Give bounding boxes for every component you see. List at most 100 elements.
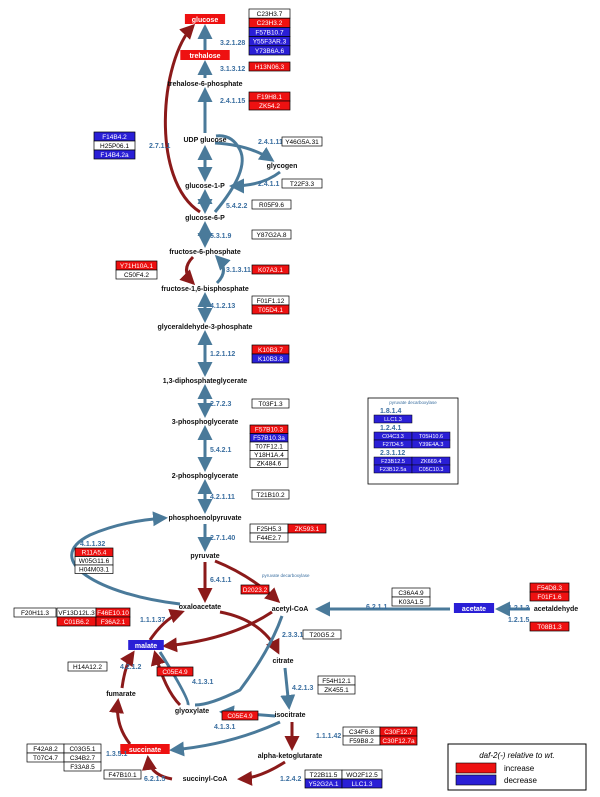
- pyruvate-gene-2-1: ZK669.4: [421, 459, 442, 465]
- pyruvate-gene-2-2: F23B12.5a: [380, 467, 408, 473]
- gene-name-25-0: T20G5.2: [309, 632, 335, 639]
- enzyme-ec-1: 3.1.3.12: [220, 66, 245, 73]
- gene-name-22-0: C36A4.9: [398, 590, 424, 597]
- metabolite-box-24: [120, 744, 170, 754]
- gene-name-11-0: K10B3.7: [258, 347, 283, 354]
- gene-name-2-0: F19H8.1: [257, 94, 282, 101]
- legend-label-increase: increase: [504, 764, 535, 773]
- gene-name-17-0: R11A5.4: [82, 549, 107, 556]
- gene-box-18-0: [240, 584, 270, 595]
- pyruvate-gene-box-1-3: [411, 439, 451, 449]
- gene-box-22-1: [391, 596, 431, 607]
- arrow-fumarate-malate-blue: [158, 651, 190, 706]
- gene-name-11-1: K10B3.8: [258, 356, 283, 363]
- gene-box-7-0: [251, 229, 292, 240]
- gene-name-2-1: ZK54.2: [259, 103, 280, 110]
- pyruvate-gene-box-0-0: [373, 414, 413, 424]
- enzyme-ec-26: 4.1.3.1: [214, 724, 236, 731]
- pyruvate-decarboxylase-panel: pyruvate decarboxylase1.8.1.4LLC1.31.2.4…: [367, 397, 459, 485]
- metabolite-23: isocitrate: [274, 712, 305, 719]
- metabolite-6: glucose-6-P: [185, 215, 225, 222]
- gene-box-10-1: [251, 304, 290, 315]
- gene-box-36-1: [341, 778, 383, 789]
- enzyme-ec-5: 2.4.1.1: [258, 181, 280, 188]
- enzyme-ec-22: 2.3.3.1: [282, 632, 304, 639]
- metabolite-17: acetate: [462, 606, 486, 613]
- arrow-udpg-glycogen: [214, 141, 275, 162]
- gene-name-1-0: H13N06.3: [255, 64, 285, 71]
- metabolite-14: pyruvate: [190, 553, 219, 560]
- gene-name-33-2: F33A8.5: [70, 764, 95, 771]
- metabolite-12: 2-phosphoglycerate: [172, 473, 239, 480]
- gene-name-0-1: C23H3.2: [257, 20, 283, 27]
- gene-box-21-1: [95, 616, 131, 627]
- arrow-f6p-f16bp-red: [179, 255, 196, 286]
- pyruvate-gene-1-3: Y39E4A.3: [419, 442, 444, 448]
- gene-name-0-4: Y73B6A.6: [255, 48, 285, 55]
- enzyme-ec-24: 4.1.3.1: [192, 679, 214, 686]
- gene-name-0-2: F57B10.7: [255, 29, 284, 36]
- gene-name-21-0: F46E10.10: [97, 610, 129, 617]
- gene-box-6-0: [251, 199, 292, 210]
- gene-name-23-0: F54D8.3: [537, 585, 562, 592]
- gene-name-34-0: F47B10.1: [108, 772, 137, 779]
- gene-name-5-0: T22F3.3: [290, 181, 315, 188]
- enzyme-ec-29: 6.2.1.5: [144, 776, 166, 783]
- metabolite-labels: glucosetrehalosetrehalose-6-phosphateUDP…: [106, 14, 578, 783]
- gene-box-27-0: [156, 666, 194, 677]
- arrow-acetylcoa-malate-red: [162, 610, 273, 653]
- gene-name-7-0: Y87G2A.8: [257, 232, 287, 239]
- arrow-g6p-glucose-red: [163, 23, 201, 214]
- enzyme-ec-17: 6.4.1.1: [210, 577, 232, 584]
- gene-name-8-1: C50F4.2: [124, 272, 149, 279]
- gene-name-22-1: K03A1.5: [399, 599, 424, 606]
- enzyme-ec-14: 4.2.1.11: [210, 494, 235, 501]
- enzyme-ec-12: 2.7.2.3: [210, 401, 232, 408]
- gene-box-14-0: [251, 489, 290, 500]
- gene-box-15-1: [249, 532, 289, 543]
- metabolite-26: succinyl-CoA: [183, 776, 228, 783]
- gene-name-29-0: C05E4.9: [227, 713, 253, 720]
- gene-box-34-0: [103, 769, 142, 780]
- arrow-g6p-udpg-loop: [213, 134, 244, 213]
- pyruvate-section-ec-1: 1.2.4.1: [380, 425, 402, 432]
- enzyme-ec-20: 1.2.1.3: [508, 605, 530, 612]
- gene-box-0-4: [248, 45, 291, 56]
- gene-box-29-0: [221, 710, 259, 721]
- enzyme-ec-2: 2.4.1.15: [220, 98, 245, 105]
- enzyme-ec-4: 2.7.1.1: [149, 143, 171, 150]
- gene-name-10-0: F01F1.12: [257, 298, 285, 305]
- gene-name-12-0: T03F1.3: [258, 401, 283, 408]
- gene-box-4-0: [281, 136, 323, 147]
- arrow-f16bp-f6p-blue: [214, 254, 231, 285]
- arrow-citrate-isocitrate: [280, 667, 296, 710]
- gene-box-5-0: [281, 178, 323, 189]
- metabolite-box-17: [453, 603, 495, 613]
- gene-name-14-0: T21B10.2: [256, 492, 285, 499]
- gene-box-8-1: [115, 269, 158, 280]
- gene-box-2-1: [248, 100, 291, 111]
- gene-name-19-0: F20H11.3: [21, 610, 49, 617]
- gene-box-3-2: [93, 149, 136, 160]
- gene-name-13-3: Y18H1A.4: [254, 452, 284, 459]
- gene-name-13-4: ZK484.6: [257, 460, 282, 467]
- arrow-pyruvate-acetylcoa: [214, 559, 281, 604]
- arrow-oaa-pep: [70, 511, 181, 606]
- gene-box-12-0: [251, 398, 290, 409]
- enzyme-ec-18: 1.1.1.37: [140, 617, 165, 624]
- gene-name-26-0: H14A12.2: [73, 664, 102, 671]
- metabolite-box-1: [180, 50, 230, 60]
- enzyme-ec-25: 4.2.1.3: [292, 685, 314, 692]
- gene-name-27-0: C05E4.9: [162, 669, 188, 676]
- gene-name-3-2: F14B4.2a: [100, 152, 129, 159]
- gene-box-23-1: [529, 591, 570, 602]
- gene-box-25-0: [302, 629, 342, 640]
- gene-name-24-0: T08B1.3: [537, 624, 562, 631]
- enzyme-ec-28: 1.3.5.1: [106, 751, 128, 758]
- legend: daf-2(-) relative to wt. increase decrea…: [447, 743, 587, 791]
- pyruvate-section-ec-2: 2.3.1.12: [380, 450, 405, 457]
- metabolite-box-0: [184, 14, 226, 24]
- legend-swatch-decrease: [455, 774, 497, 786]
- side-label-0: pyruvate decarboxylase: [262, 573, 310, 578]
- enzyme-ec-9: 3.1.3.11: [226, 267, 251, 274]
